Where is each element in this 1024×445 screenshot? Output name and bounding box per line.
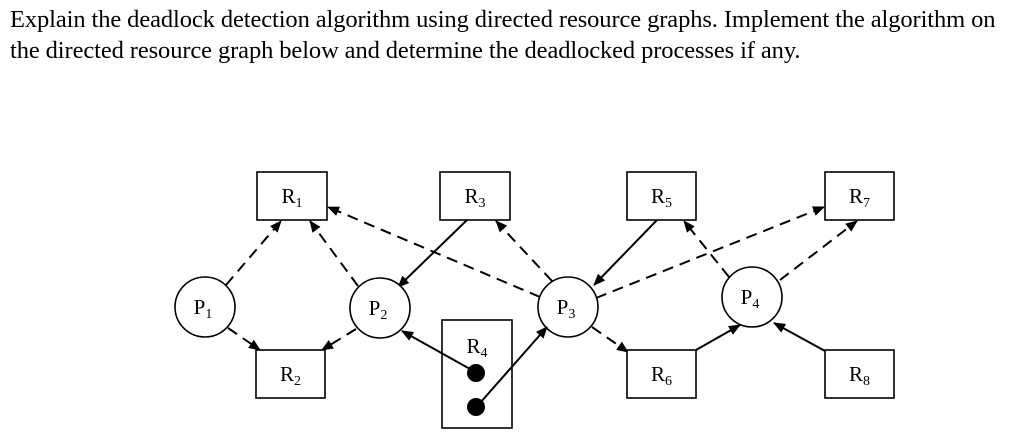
- resource-r8: R8: [824, 349, 895, 399]
- edges-layer: [225, 206, 858, 353]
- request-edge-p4-to-r7: [779, 220, 858, 281]
- resource-r1: R1: [256, 171, 328, 221]
- resource-box-r8: [824, 349, 895, 399]
- process-p3-label: P3: [557, 295, 576, 322]
- process-p4: P4: [721, 266, 783, 328]
- assignment-edge-r4-to-p2: [401, 330, 471, 370]
- assignment-edge-r6-to-p4: [695, 324, 741, 351]
- resource-r3: R3: [439, 171, 511, 221]
- process-circle-p2: [349, 277, 411, 339]
- resource-r4-label: R4: [466, 334, 487, 361]
- assignment-edge-r5-to-p3: [593, 219, 658, 286]
- assignment-edge-r8-to-p4: [773, 322, 826, 352]
- request-edge-p1-to-r2: [227, 327, 261, 351]
- process-p1-label: P1: [194, 295, 213, 322]
- resource-r8-label: R8: [849, 362, 870, 389]
- resource-r5: R5: [626, 171, 697, 221]
- resource-r7-label: R7: [849, 184, 870, 211]
- resource-box-r3: [439, 171, 511, 221]
- resource-r7: R7: [824, 171, 895, 221]
- request-edge-p3-to-r1: [327, 206, 541, 298]
- request-edge-p2-to-r2: [321, 328, 357, 351]
- resource-r2-label: R2: [280, 362, 301, 389]
- assignment-edge-r3-to-p2: [397, 219, 468, 288]
- resource-r5-label: R5: [651, 184, 672, 211]
- question-text: Explain the deadlock detection algorithm…: [10, 6, 996, 64]
- request-edge-p3-to-r6: [591, 326, 629, 353]
- request-edge-p1-to-r1: [225, 220, 282, 286]
- process-p2-label: P2: [369, 296, 388, 323]
- resource-r4: R4: [441, 319, 513, 429]
- request-edge-p4-to-r5: [683, 220, 730, 278]
- request-edge-p3-to-r3: [495, 220, 553, 282]
- request-edge-p2-to-r1: [309, 220, 359, 287]
- resource-r3-label: R3: [464, 184, 485, 211]
- process-p2: P2: [349, 277, 411, 339]
- process-circle-p1: [174, 276, 236, 338]
- resource-box-r1: [256, 171, 328, 221]
- resource-unit-dot: [467, 364, 485, 382]
- resource-box-r2: [255, 349, 326, 399]
- resource-box-r5: [626, 171, 697, 221]
- resource-r1-label: R1: [281, 184, 302, 211]
- resource-r2: R2: [255, 349, 326, 399]
- resource-r6-label: R6: [651, 362, 672, 389]
- resource-r6: R6: [626, 349, 697, 399]
- assignment-edge-r4-to-p3: [479, 326, 548, 404]
- process-p1: P1: [174, 276, 236, 338]
- process-p4-label: P4: [741, 285, 760, 312]
- request-edge-p3-to-r7: [595, 206, 825, 299]
- resource-box-r6: [626, 349, 697, 399]
- resource-box-r7: [824, 171, 895, 221]
- process-circle-p3: [537, 276, 599, 338]
- process-p3: P3: [537, 276, 599, 338]
- process-circle-p4: [721, 266, 783, 328]
